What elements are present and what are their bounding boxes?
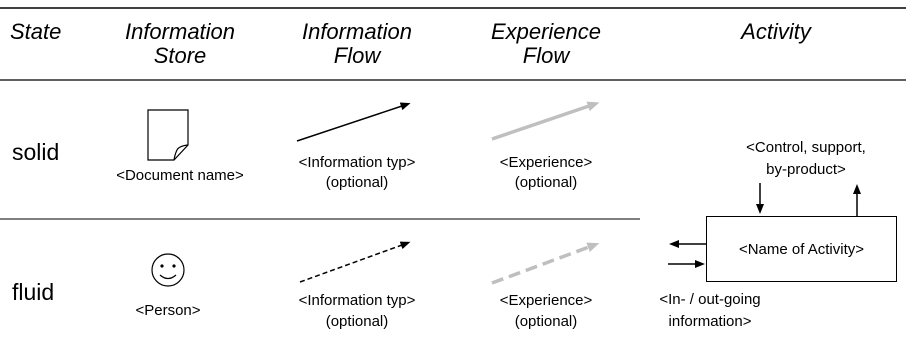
control-support-label: <Control, support, by-product> (706, 137, 906, 181)
in-out-information-line2: information> (668, 313, 752, 330)
optional-note: (optional) (325, 313, 389, 330)
header-information-store-line2: Store (153, 43, 207, 68)
experience-flow-dashed-arrow (491, 242, 600, 285)
header-state: State (10, 19, 62, 44)
information-flow-solid-label: <Information typ> (optional) (257, 153, 457, 193)
header-information-store-line1: Information (124, 19, 236, 44)
control-support-line2: by-product> (766, 161, 846, 178)
header-information-flow: Information Flow (257, 20, 457, 68)
information-type-label: <Information typ> (298, 154, 416, 171)
activity-box: <Name of Activity> (706, 216, 897, 282)
information-flow-dashed-arrow (299, 241, 411, 283)
in-out-information-label: <In- / out-going information> (610, 289, 810, 333)
optional-note: (optional) (514, 313, 578, 330)
document-icon (147, 109, 189, 161)
experience-label: <Experience> (499, 154, 593, 171)
in-out-information-line1: <In- / out-going (659, 291, 761, 308)
state-fluid-label: fluid (12, 279, 55, 305)
header-information-flow-line1: Information (301, 19, 413, 44)
header-information-flow-line2: Flow (333, 43, 381, 68)
header-information-store: Information Store (80, 20, 280, 68)
header-activity: Activity (741, 19, 811, 44)
control-support-line1: <Control, support, (746, 139, 866, 156)
optional-note: (optional) (514, 174, 578, 191)
experience-flow-solid-label: <Experience> (optional) (446, 153, 646, 193)
activity-name-label: <Name of Activity> (738, 240, 865, 258)
information-flow-solid-arrow (296, 102, 411, 142)
information-flow-dashed-label: <Information typ> (optional) (257, 290, 457, 332)
experience-flow-solid-arrow (491, 101, 600, 141)
information-type-label: <Information typ> (298, 292, 416, 309)
document-name-label: <Document name> (116, 167, 244, 184)
experience-flow-dashed-label: <Experience> (optional) (446, 290, 646, 332)
header-experience-flow: Experience Flow (446, 20, 646, 68)
smiley-icon (151, 253, 185, 287)
header-experience-flow-line1: Experience (490, 19, 602, 44)
optional-note: (optional) (325, 174, 389, 191)
experience-label: <Experience> (499, 292, 593, 309)
person-label: <Person> (135, 302, 201, 319)
state-solid-label: solid (12, 139, 60, 165)
header-experience-flow-line2: Flow (522, 43, 570, 68)
